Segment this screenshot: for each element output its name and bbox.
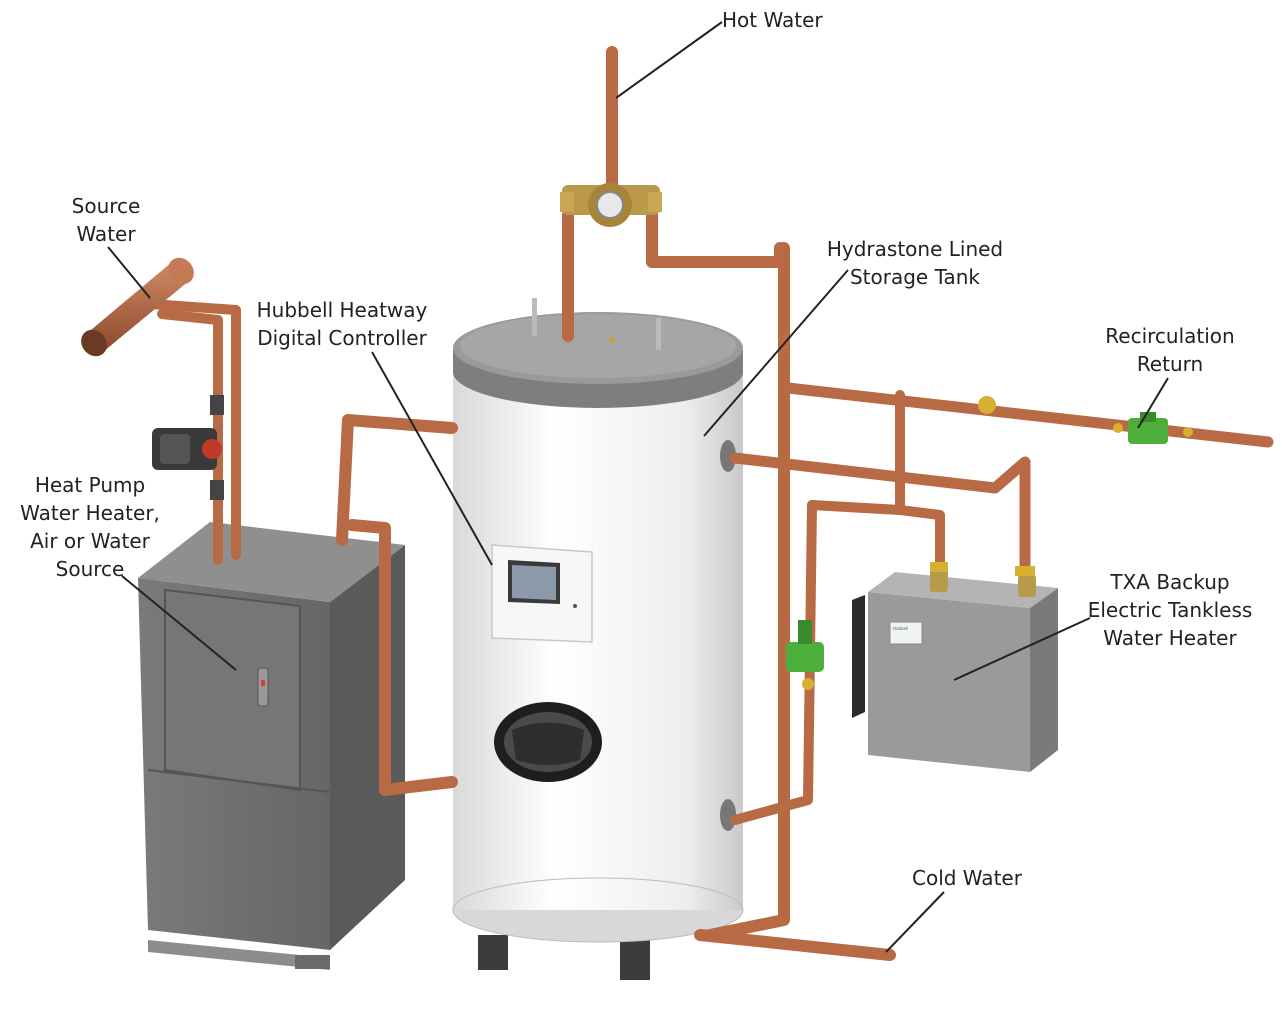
recirculation-valves: [978, 396, 1193, 444]
label-line: Digital Controller: [257, 326, 427, 350]
label-cold-water: Cold Water: [912, 864, 1022, 892]
digital-controller: [491, 544, 593, 643]
circulator-pump: [152, 395, 224, 500]
label-hot-water: Hot Water: [722, 6, 823, 34]
tankless-valve: [786, 620, 824, 690]
tankless-water-heater: Hubbell: [852, 562, 1058, 772]
leader-storage-tank: [703, 269, 849, 437]
leader-hot-water: [615, 21, 723, 99]
leader-lines: [107, 21, 1169, 953]
label-line: Source: [71, 194, 141, 218]
label-line: Source: [55, 557, 125, 581]
leader-controller: [371, 351, 493, 566]
heat-pump-water-heater: [138, 522, 405, 970]
label-line: Cold Water: [912, 866, 1022, 890]
label-line: Recirculation: [1105, 324, 1235, 348]
leader-cold-water: [885, 891, 945, 953]
label-tankless: TXA Backup Electric Tankless Water Heate…: [1082, 568, 1258, 652]
mixing-valve: [560, 183, 662, 227]
label-line: Hydrastone Lined: [826, 237, 1004, 261]
label-line: TXA Backup: [1110, 570, 1230, 594]
tankless-logo-text: Hubbell: [893, 626, 908, 631]
label-line: Return: [1136, 352, 1204, 376]
label-source-water: Source Water: [64, 192, 148, 248]
label-line: Hot Water: [722, 8, 823, 32]
label-line: Water Heater,: [20, 501, 160, 525]
label-line: Water Heater: [1103, 626, 1237, 650]
leader-recirculation: [1137, 377, 1169, 429]
label-line: Heat Pump: [34, 473, 146, 497]
label-heat-pump: Heat Pump Water Heater, Air or Water Sou…: [16, 471, 164, 583]
label-line: Water: [76, 222, 136, 246]
label-controller: Hubbell Heatway Digital Controller: [250, 296, 434, 352]
leader-source-water: [107, 246, 151, 299]
label-line: Hubbell Heatway: [256, 298, 428, 322]
label-line: Air or Water: [30, 529, 150, 553]
label-line: Electric Tankless: [1087, 598, 1253, 622]
storage-tank: [452, 298, 744, 980]
label-line: Storage Tank: [849, 265, 981, 289]
source-water-pipe: [81, 257, 194, 357]
leader-tankless: [953, 617, 1091, 681]
label-storage-tank: Hydrastone Lined Storage Tank: [820, 235, 1010, 291]
label-recirculation: Recirculation Return: [1100, 322, 1240, 378]
leader-heat-pump: [121, 575, 237, 671]
